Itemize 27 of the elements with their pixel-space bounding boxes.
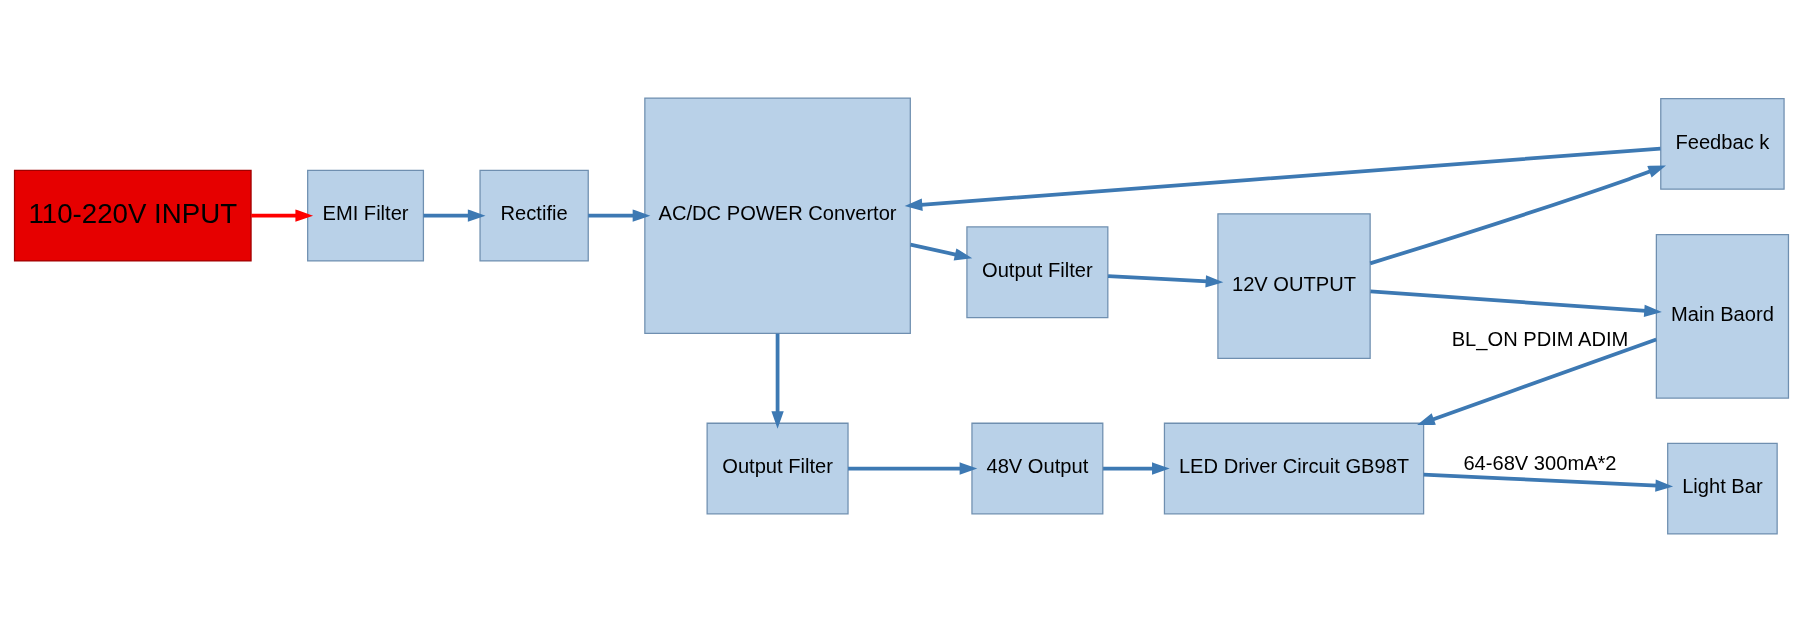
arrow xyxy=(251,209,314,222)
arrow xyxy=(1370,289,1662,317)
arrow xyxy=(910,242,973,261)
arrow xyxy=(1107,274,1224,288)
node-box: Output Filter xyxy=(966,226,1109,319)
node-box: Feedbac k xyxy=(1660,98,1785,190)
edge-label: 64-68V 300mA*2 xyxy=(1463,451,1617,474)
arrow xyxy=(1103,462,1170,475)
edge-label: BL_ON PDIM ADIM xyxy=(1451,328,1629,351)
arrow xyxy=(1417,337,1657,425)
node-box: Main Baord xyxy=(1655,233,1790,399)
node-box: AC/DC POWER Convertor xyxy=(644,97,911,334)
arrow xyxy=(1423,472,1674,492)
arrow xyxy=(771,333,784,429)
node-box: Light Bar xyxy=(1667,442,1778,535)
arrow xyxy=(848,462,978,475)
arrow xyxy=(588,209,651,222)
node-box: 48V Output xyxy=(971,422,1104,515)
node-box: LED Driver Circuit GB98T xyxy=(1163,422,1425,515)
node-box: 12V OUTPUT xyxy=(1217,213,1371,360)
node-box: 110-220V INPUT xyxy=(13,169,252,262)
node-box: EMI Filter xyxy=(307,169,425,262)
arrow xyxy=(904,146,1661,211)
node-box: Rectifie xyxy=(479,169,589,262)
node-box: Output Filter xyxy=(706,422,849,515)
arrow xyxy=(1369,165,1666,266)
arrow xyxy=(423,209,486,222)
